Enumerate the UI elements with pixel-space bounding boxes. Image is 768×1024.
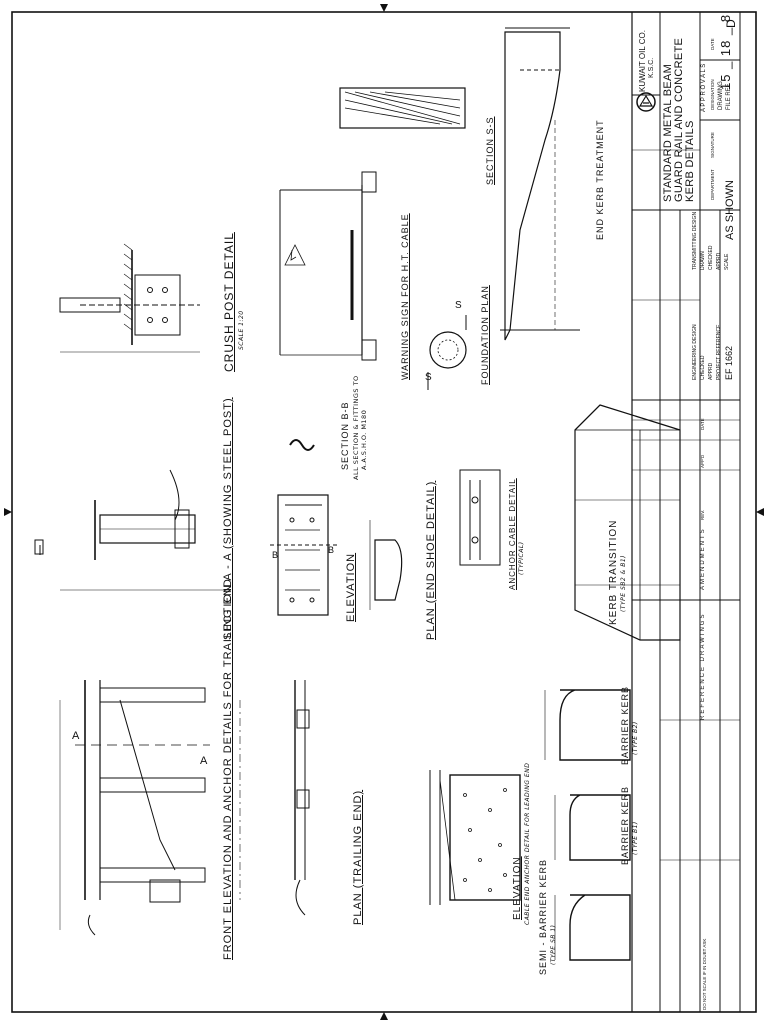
sheet-border	[11, 11, 757, 1013]
scale-value: AS SHOWN	[724, 180, 736, 240]
cut-label-a-right: A	[200, 755, 208, 767]
center-mark-top	[380, 4, 388, 12]
scale-label: SCALE	[724, 253, 730, 270]
transmitting-drawn: DRAWN	[700, 251, 706, 270]
amendments-rev: REV.	[700, 509, 705, 520]
cut-label-b-right: B	[328, 545, 335, 555]
title-block-grid	[631, 12, 756, 1013]
company-subtitle: K.S.C.	[648, 57, 655, 78]
reference-heading: REFERENCE DRAWINGS	[700, 612, 706, 720]
transmitting-heading: TRANSMITTING DESIGN	[692, 211, 698, 270]
foundation-plan-drawing	[427, 315, 467, 390]
caption-end-kerb: END KERB TREATMENT	[595, 119, 605, 240]
drawing-title-line3: KERB DETAILS	[684, 120, 696, 202]
kerb-profiles-drawing	[544, 689, 631, 961]
center-mark-bottom	[380, 1012, 388, 1020]
caption-elevation-cable: ELEVATION	[512, 856, 523, 920]
crush-post-drawing	[59, 243, 200, 353]
caption-semi-barrier-sub: (TYPE SB 1)	[550, 924, 557, 965]
caption-section-bb-note1: ALL SECTION & FITTINGS TO	[352, 375, 360, 480]
caption-kerb-transition: KERB TRANSITION	[608, 519, 619, 625]
caption-plan-end-shoe: PLAN (END SHOE DETAIL)	[425, 480, 437, 640]
caption-kerb-transition-sub: (TYPE SB2 & B1)	[620, 555, 627, 612]
approvals-date: DATE	[710, 38, 715, 50]
cut-label-s-right: S	[455, 300, 462, 311]
anchor-cable-drawing	[459, 469, 501, 566]
caption-barrier-kerb-b1-sub: (TYPE B1)	[632, 821, 639, 855]
caption-barrier-kerb-b2-sub: (TYPE B2)	[632, 721, 639, 755]
caption-section-ss: SECTION S-S	[485, 116, 495, 185]
caption-elevation: ELEVATION	[345, 552, 357, 622]
caption-crush-post: CRUSH POST DETAIL	[222, 232, 236, 372]
caption-crush-post-scale: SCALE 1:20	[238, 310, 245, 350]
elevation-bb-drawing	[270, 494, 340, 616]
caption-section-bb-note2: A.A.S.H.O. M180	[360, 409, 368, 470]
plan-trailing-drawing	[294, 680, 310, 916]
warning-sign-drawing	[279, 87, 466, 361]
front-elevation-drawing	[59, 680, 241, 936]
transmitting-checked: CHECKED	[708, 245, 714, 270]
center-mark-left	[4, 508, 12, 516]
break-symbol	[289, 439, 315, 451]
section-aa-drawing	[34, 469, 230, 591]
caption-section-bb: SECTION B-B	[340, 401, 350, 470]
engineering-checked: CHECKED	[700, 355, 706, 380]
caption-barrier-kerb-b1: BARRIER KERB	[620, 785, 630, 865]
scale-warning: DO NOT SCALE IF IN DOUBT ASK	[702, 938, 707, 1010]
center-mark-right	[756, 508, 764, 516]
end-kerb-drawing	[500, 27, 580, 341]
approvals-designation: DESIGNATION	[710, 79, 715, 110]
cut-label-a-left: A	[72, 730, 80, 742]
caption-semi-barrier: SEMI - BARRIER KERB	[538, 858, 548, 975]
company-name: KUWAIT OIL CO.	[638, 30, 647, 92]
caption-plan-trailing: PLAN (TRAILING END)	[352, 789, 364, 925]
cut-label-s-left: S	[425, 372, 432, 383]
caption-elevation-cable-sub: CABLE END ANCHOR DETAIL FOR LEADING END	[524, 762, 531, 925]
caption-anchor-cable-sub: (TYPICAL)	[518, 541, 525, 575]
end-shoe-drawing	[369, 520, 403, 610]
caption-warning-sign: WARNING SIGN FOR H.T. CABLE	[400, 213, 410, 380]
caption-foundation-plan: FOUNDATION PLAN	[480, 285, 490, 385]
company-logo	[636, 92, 656, 112]
approvals-heading: A P P R O V A L S	[701, 63, 707, 112]
kerb-transition-drawing	[574, 404, 681, 641]
approvals-signature: SIGNATURE	[710, 132, 715, 158]
cut-label-b-left: B	[272, 550, 279, 560]
amendments-heading: AMENDMENTS	[700, 527, 706, 590]
amendments-date: DATE	[700, 418, 705, 430]
project-ref: EF 1662	[724, 345, 734, 380]
approvals-department: DEPARTMENT	[710, 169, 715, 200]
caption-barrier-kerb-b2: BARRIER KERB	[620, 685, 630, 765]
cable-anchor-drawing	[429, 770, 521, 905]
engineering-heading: ENGINEERING DESIGN	[692, 324, 698, 380]
amendments-apprd: APP'D	[700, 454, 705, 468]
caption-anchor-cable: ANCHOR CABLE DETAIL	[508, 478, 517, 590]
project-ref-label: PROJECT REFERENCE	[716, 324, 722, 380]
transmitting-approved: APPRD	[716, 252, 722, 270]
caption-front-elevation: FRONT ELEVATION AND ANCHOR DETAILS FOR T…	[222, 578, 234, 960]
drawing-revision: D	[724, 19, 738, 28]
engineering-approved: APPRD	[708, 362, 714, 380]
